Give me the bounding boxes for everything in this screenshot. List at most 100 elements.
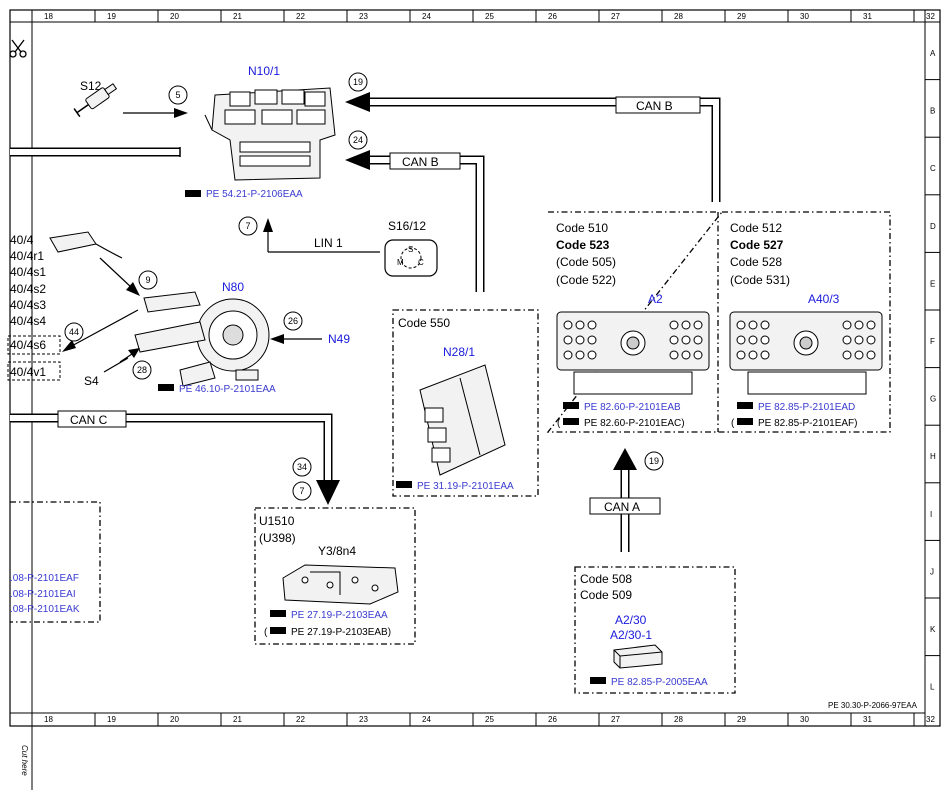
a2-radio-unit-icon: [556, 311, 710, 395]
svg-text:40/4s4: 40/4s4: [10, 314, 46, 328]
a2-ref: PE 82.60-P-2101EAB ( PE 82.60-P-2101EAC): [557, 402, 685, 429]
ruler-bottom-tick-label: 26: [548, 715, 557, 724]
left-partial-box: .08-P-2101EAF .08-P-2101EAI .08-P-2101EA…: [10, 501, 101, 623]
ruler-top-tick-label: 30: [800, 12, 809, 21]
svg-text:Code 523: Code 523: [556, 238, 610, 252]
circle-7-can-c: 7: [292, 481, 312, 501]
doc-reference: PE 30.30-P-2066-97EAA: [828, 701, 918, 710]
a2-30-label: A2/30: [615, 613, 647, 627]
ruler-right-tick-label: G: [930, 395, 936, 404]
ruler-top-tick-label: 23: [359, 12, 368, 21]
svg-text:7: 7: [245, 221, 250, 231]
circle-5: 5: [168, 85, 188, 105]
circle-28: 28: [132, 360, 152, 380]
n10-1-module-icon: [204, 87, 336, 181]
ruler-bottom-tick-label: 30: [800, 715, 809, 724]
svg-text:Code 527: Code 527: [730, 238, 784, 252]
code550-box: [392, 309, 539, 497]
cut-here-label: Cut here: [20, 745, 29, 776]
svg-text:M: M: [397, 258, 404, 267]
can-c-bus: CAN C: [10, 410, 340, 505]
svg-text:19: 19: [649, 456, 659, 466]
circle-24: 24: [348, 130, 368, 150]
circle-19-can-a: 19: [644, 451, 664, 471]
ruler-bottom-tick-label: 32: [926, 715, 935, 724]
ruler-right-tick-label: I: [930, 510, 932, 519]
svg-text:9: 9: [145, 275, 150, 285]
lin1-label: LIN 1: [314, 236, 343, 250]
svg-text:PE 82.85-P-2101EAD: PE 82.85-P-2101EAD: [758, 402, 855, 413]
svg-text:PE 82.85-P-2005EAA: PE 82.85-P-2005EAA: [611, 677, 708, 688]
svg-text:S: S: [408, 245, 413, 254]
svg-text:28: 28: [137, 365, 147, 375]
svg-text:44: 44: [69, 327, 79, 337]
svg-text:40/4s1: 40/4s1: [10, 265, 46, 279]
svg-text:(: (: [731, 418, 735, 429]
s12-switch-icon: [73, 83, 118, 118]
ruler-right-tick-label: K: [930, 625, 936, 634]
n80-ref: PE 46.10-P-2101EAA: [158, 384, 276, 395]
svg-text:Code 512: Code 512: [730, 221, 782, 235]
ruler-top-tick-label: 27: [611, 12, 620, 21]
n28-1-module-icon: [419, 364, 506, 476]
n80-label: N80: [222, 280, 244, 294]
ruler-bottom-tick-label: 31: [863, 715, 872, 724]
ruler-top-tick-label: 18: [44, 12, 53, 21]
svg-text:Code 528: Code 528: [730, 255, 782, 269]
can-b-label-1: CAN B: [636, 99, 673, 113]
s40-lever-icon: [49, 231, 123, 259]
n28-1-label: N28/1: [443, 345, 475, 359]
svg-text:34: 34: [297, 462, 307, 472]
can-a-label: CAN A: [604, 500, 640, 514]
svg-text:40/4s2: 40/4s2: [10, 282, 46, 296]
svg-text:(Code 505): (Code 505): [556, 255, 616, 269]
svg-text:PE 82.60-P-2101EAC): PE 82.60-P-2101EAC): [584, 418, 685, 429]
n10-1-ref: PE 54.21-P-2106EAA: [185, 189, 303, 200]
svg-text:.08-P-2101EAF: .08-P-2101EAF: [10, 573, 79, 584]
a2-30-1-label: A2/30-1: [610, 628, 652, 642]
y3-8n4-label: Y3/8n4: [318, 544, 356, 558]
ruler-bottom-tick-label: 18: [44, 715, 53, 724]
svg-text:40/4s3: 40/4s3: [10, 298, 46, 312]
a2-label: A2: [648, 292, 663, 306]
ruler-top-tick-label: 24: [422, 12, 431, 21]
svg-text:24: 24: [353, 135, 363, 145]
can-b-bus-1: CAN B: [345, 92, 721, 202]
a40-3-unit-icon: [729, 311, 883, 395]
can-a-bus: CAN A: [589, 448, 661, 552]
a2-30-module-icon: [613, 644, 663, 669]
a2-codes: Code 510 Code 523 (Code 505) (Code 522): [556, 221, 616, 287]
ruler-top-tick-label: 32: [926, 12, 935, 21]
ruler-top-tick-label: 28: [674, 12, 683, 21]
svg-text:PE 31.19-P-2101EAA: PE 31.19-P-2101EAA: [417, 481, 514, 492]
svg-text:(Code 531): (Code 531): [730, 273, 790, 287]
ruler-right-tick-label: C: [930, 164, 936, 173]
s40-component-list: 40/4 40/4r1 40/4s1 40/4s2 40/4s3 40/4s4 …: [7, 233, 61, 381]
ruler-bottom-tick-label: 20: [170, 715, 179, 724]
circle-26: 26: [283, 311, 303, 331]
svg-text:C: C: [418, 258, 424, 267]
svg-text:7: 7: [299, 486, 304, 496]
ruler-bottom-tick-label: 21: [233, 715, 242, 724]
a40-3-label: A40/3: [808, 292, 840, 306]
ruler-top-tick-label: 22: [296, 12, 305, 21]
circle-19-top: 19: [348, 72, 368, 92]
ruler-top-tick-label: 25: [485, 12, 494, 21]
code550-label: Code 550: [398, 316, 450, 330]
svg-text:5: 5: [175, 90, 180, 100]
circle-34: 34: [292, 457, 312, 477]
ruler-top-tick-label: 26: [548, 12, 557, 21]
s16-12-label: S16/12: [388, 219, 426, 233]
svg-text:PE 27.19-P-2103EAB): PE 27.19-P-2103EAB): [291, 627, 391, 638]
svg-text:40/4v1: 40/4v1: [10, 365, 46, 379]
svg-text:40/4: 40/4: [10, 233, 34, 247]
s12-label: S12: [80, 79, 102, 93]
n28-1-ref: PE 31.19-P-2101EAA: [396, 481, 514, 492]
can-b-label-2: CAN B: [402, 155, 439, 169]
svg-text:40/4r1: 40/4r1: [10, 249, 44, 263]
ruler-right-tick-label: D: [930, 222, 936, 231]
